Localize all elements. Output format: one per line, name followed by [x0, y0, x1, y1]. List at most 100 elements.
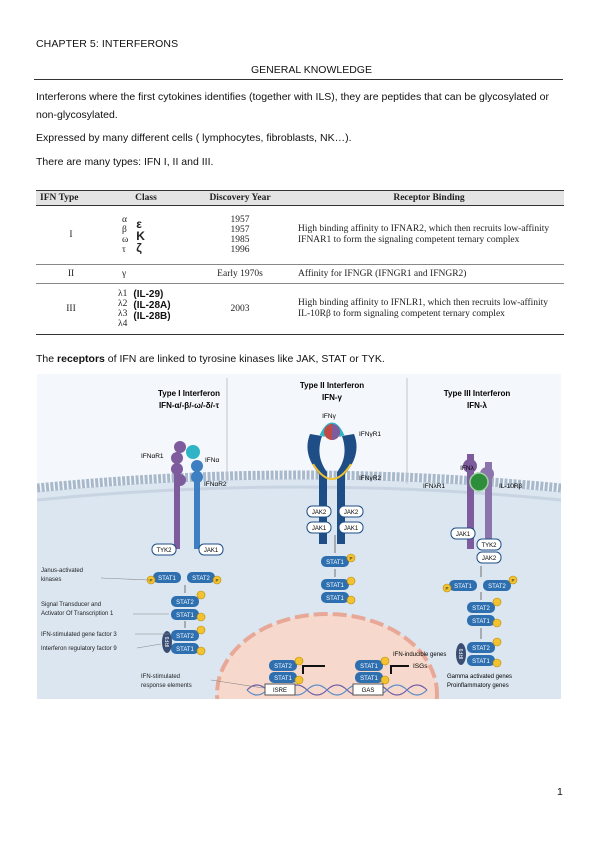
label-ifng: IFNγ [322, 413, 336, 420]
paragraph-types: There are many types: IFN I, II and III. [36, 156, 214, 168]
label-stat1: STAT1 [472, 659, 490, 665]
label-jak2: JAK2 [482, 556, 497, 562]
label-ifn-inducible-genes: IFN-inducible genes [393, 652, 446, 658]
label-p: P [149, 578, 152, 583]
label-gas: GAS [362, 688, 375, 694]
phosphate-groups [146, 553, 518, 685]
label-jak1: JAK1 [312, 526, 327, 532]
year-item: 1985 [230, 235, 250, 245]
transcription-arrow [390, 665, 409, 674]
legend-jak-line1: Janus-activated [41, 568, 83, 574]
label-stat1: STAT1 [360, 664, 378, 670]
p4-suffix: of IFN are linked to tyrosine kinases li… [104, 353, 385, 365]
cell-type: I [36, 205, 106, 265]
col-header-year: Discovery Year [186, 190, 294, 206]
class-item: ω [122, 235, 129, 245]
label-stat1: STAT1 [454, 584, 472, 590]
label-stat1: STAT1 [472, 619, 490, 625]
type-iii-receptor [463, 454, 494, 549]
year-item: 1996 [230, 245, 250, 255]
label-stat1: STAT1 [326, 596, 344, 602]
label-stat1: STAT1 [274, 676, 292, 682]
legend-stat-line1: Signal Transducer and [41, 602, 101, 608]
legend-irf9: Interferon regulatory factor 9 [41, 646, 117, 652]
label-irf9: IRF9 [165, 636, 171, 647]
type-ii-title: Type II Interferon [300, 381, 364, 390]
label-stat1: STAT1 [176, 647, 194, 653]
class-item: λ2 [118, 299, 128, 309]
cell-class: γ [106, 264, 186, 284]
year-item: 1957 [230, 215, 250, 225]
class-item: α [122, 215, 127, 225]
ifn-types-table: IFN Type Class Discovery Year Receptor B… [36, 190, 564, 335]
class-item: τ [122, 245, 126, 255]
label-jak1: JAK1 [204, 548, 219, 554]
label-ifnlr1: IFNλR1 [423, 483, 445, 490]
label-p: P [511, 578, 514, 583]
ifn-lambda-ligand [469, 472, 489, 492]
type-ii-subtitle: IFN-γ [322, 393, 343, 402]
isre-box [264, 683, 296, 696]
flow-arrows [184, 535, 482, 639]
cell-year: 1957 1957 1985 1996 [186, 205, 294, 265]
col-header-class: Class [106, 190, 186, 206]
label-tyk2: TYK2 [481, 543, 497, 549]
type-iii-subtitle: IFN-λ [467, 401, 488, 410]
label-stat1: STAT1 [360, 676, 378, 682]
paragraph-expression: Expressed by many different cells ( lymp… [36, 132, 352, 144]
label-jak2: JAK2 [312, 510, 327, 516]
type-i-subtitle: IFN-α/-β/-ω/-δ/-τ [159, 401, 220, 410]
cell-year: 2003 [186, 283, 294, 335]
legend-jak-line2: kinases [41, 577, 61, 583]
label-stat2: STAT2 [176, 634, 194, 640]
label-p: P [215, 578, 218, 583]
type-i-receptor [171, 441, 203, 549]
label-stat2: STAT2 [488, 584, 506, 590]
class-item: λ3 [118, 309, 128, 319]
handwritten-annotation: (IL-28A) [133, 300, 171, 311]
type-iii-title: Type III Interferon [444, 389, 511, 398]
cell-binding: High binding affinity to IFNLR1, which t… [294, 283, 564, 335]
label-ifnar1: IFNαR1 [141, 453, 164, 460]
label-stat1: STAT1 [326, 560, 344, 566]
irf9-protein [162, 631, 172, 653]
type-i-title: Type I Interferon [158, 389, 220, 398]
cell-binding: Affinity for IFNGR (IFNGR1 and IFNGR2) [294, 264, 564, 284]
legend-leader-lines [100, 577, 264, 689]
class-item: λ1 [118, 289, 128, 299]
label-ifna: IFNα [205, 457, 219, 464]
paragraph-receptors: The receptors of IFN are linked to tyros… [36, 350, 566, 368]
page-number: 1 [557, 786, 563, 798]
ifn-alpha-ligand [186, 445, 200, 459]
legend-isre-line1: IFN-stimulated [141, 674, 180, 680]
handwritten-annotation: ζ [136, 241, 142, 255]
heading-rule [34, 79, 563, 80]
kinase-boxes: TYK2 JAK1 JAK2 JAK2 JAK1 JAK1 JAK1 TYK2 … [151, 505, 502, 564]
label-il10rb: IL-10Rβ [499, 483, 523, 490]
handwritten-annotation: (IL-28B) [133, 311, 171, 322]
chapter-title: CHAPTER 5: INTERFERONS [36, 38, 179, 50]
handwritten-annotation: ε [136, 217, 142, 231]
label-stat1: STAT1 [158, 576, 176, 582]
label-stat1: STAT1 [326, 583, 344, 589]
cell-class: λ1 λ2 λ3 λ4 (IL-29) (IL-28A) (IL-28B) [106, 283, 186, 335]
label-jak2: JAK2 [344, 510, 359, 516]
label-stat2: STAT2 [176, 600, 194, 606]
label-jak1: JAK1 [456, 532, 471, 538]
label-p: P [349, 556, 352, 561]
table-row-type-ii: II γ Early 1970s Affinity for IFNGR (IFN… [36, 264, 564, 284]
ifn-signaling-diagram: Type I Interferon IFN-α/-β/-ω/-δ/-τ Type… [37, 374, 561, 699]
legend-stat-line2: Activator Of Transcription 1 [41, 611, 114, 617]
label-ifngr1: IFNγR1 [359, 431, 381, 438]
paragraph-definition: Interferons where the first cytokines id… [36, 91, 550, 121]
cell-type: II [36, 264, 106, 284]
phosphate-labels: P P P P P [149, 556, 514, 591]
cell-class: α β ω τ ε Κ ζ [106, 205, 186, 265]
class-item: λ4 [118, 319, 128, 329]
label-ifnar2: IFNαR2 [204, 481, 227, 488]
label-stat2: STAT2 [472, 606, 490, 612]
class-item: β [122, 225, 127, 235]
legend-isre-line2: response elements [141, 683, 192, 689]
label-ifngr2: IFNγR2 [359, 475, 381, 482]
stat-proteins: STAT1 STAT2 STAT2 STAT1 STAT2 STAT1 STAT… [153, 556, 511, 683]
